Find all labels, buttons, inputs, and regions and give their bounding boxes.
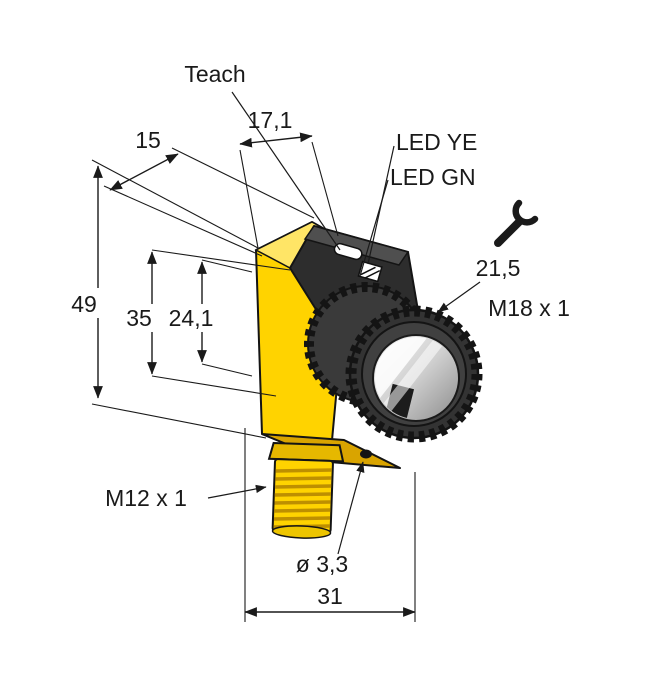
dim-line-15	[109, 153, 179, 191]
label-led-gn: LED GN	[390, 164, 476, 190]
leader-teach	[231, 91, 341, 251]
labels: Teach 15 17,1 LED YE LED GN 49 35 24,1 2…	[71, 61, 570, 609]
label-dim-24-1: 24,1	[169, 305, 214, 331]
label-mask	[63, 288, 105, 318]
label-teach: Teach	[184, 61, 245, 87]
label-mask	[118, 304, 160, 332]
label-dim-21-5: 21,5	[476, 255, 521, 281]
label-m12: M12 x 1	[105, 485, 187, 511]
label-dia-3-3: ø 3,3	[296, 551, 348, 577]
ext-line	[103, 185, 263, 257]
ext-line	[151, 375, 277, 397]
label-led-ye: LED YE	[396, 129, 477, 155]
thread-line	[275, 468, 332, 473]
dim-line-17-1	[239, 132, 313, 148]
thread-line	[274, 500, 331, 505]
connector-end	[271, 525, 332, 539]
dimension-lines	[91, 91, 481, 622]
ext-line	[171, 147, 315, 219]
wrench-icon	[494, 199, 539, 247]
leader-m12	[207, 484, 267, 499]
ext-line	[151, 249, 291, 271]
thread-line	[274, 508, 331, 513]
lens	[372, 334, 460, 422]
sensor-body	[254, 221, 483, 539]
thread-line	[274, 492, 331, 497]
label-dim-31: 31	[317, 583, 343, 609]
label-dim-15: 15	[135, 127, 161, 153]
ext-line	[311, 141, 339, 237]
label-mask	[160, 304, 222, 332]
label-m18: M18 x 1	[488, 295, 570, 321]
label-dim-35: 35	[126, 305, 152, 331]
label-dim-49: 49	[71, 291, 97, 317]
led-window	[357, 260, 383, 283]
label-dim-17-1: 17,1	[248, 107, 293, 133]
label-mask	[126, 128, 170, 154]
connector	[267, 441, 345, 539]
teach-button	[333, 242, 363, 261]
thread-line	[275, 476, 332, 481]
thread-line	[275, 484, 332, 489]
ext-line	[201, 259, 253, 273]
label-masks	[63, 128, 222, 332]
lens-shine	[375, 337, 436, 416]
ext-line	[201, 363, 253, 377]
thread-line	[273, 516, 331, 521]
ext-line	[239, 149, 259, 249]
connector-neck	[267, 441, 345, 463]
leader-21-5	[437, 281, 481, 313]
ext-line	[91, 403, 267, 439]
leader-led-gn	[359, 179, 389, 277]
lens-shine-2	[375, 337, 449, 419]
leader-dia-3-3	[337, 461, 365, 555]
mounting-hole	[360, 449, 372, 459]
